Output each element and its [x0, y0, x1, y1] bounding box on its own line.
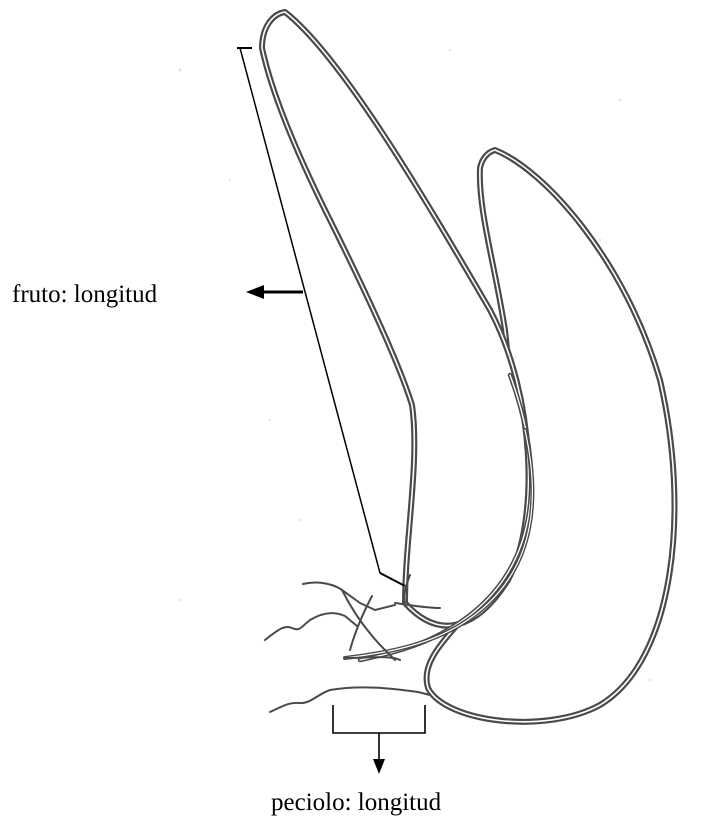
- petiole-length-bracket: [333, 705, 425, 733]
- fruit-length-label: fruto: longitud: [12, 282, 157, 307]
- banana-left: [262, 12, 529, 626]
- petiole-length-arrow: [373, 733, 385, 774]
- petiole-length-label: peciolo: longitud: [271, 790, 441, 815]
- fruit-length-arrow: [246, 285, 303, 299]
